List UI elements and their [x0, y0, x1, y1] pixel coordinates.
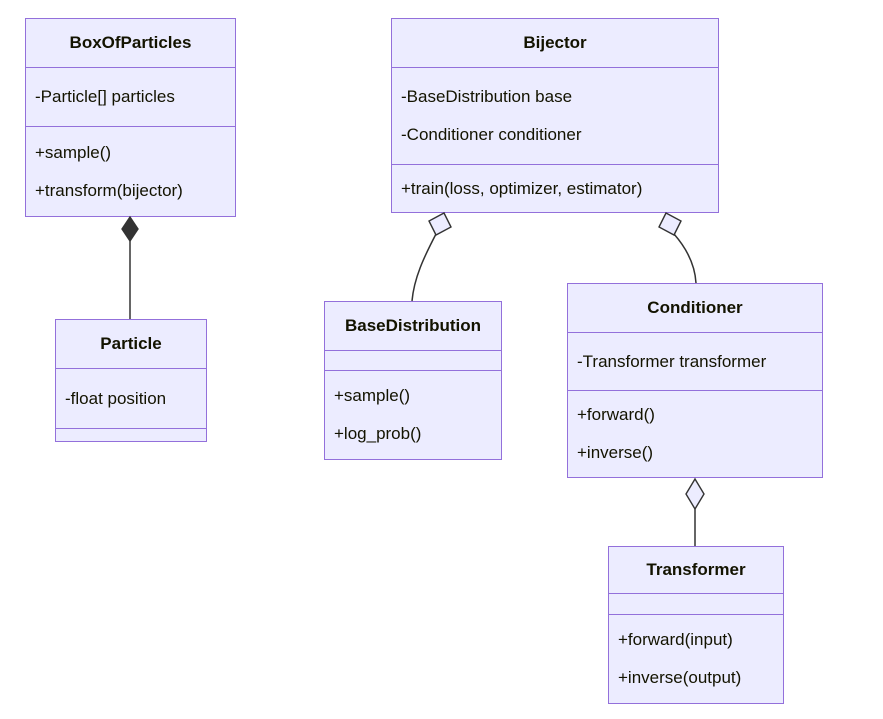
attribute: -Transformer transformer [577, 351, 767, 371]
attribute: -float position [65, 388, 167, 408]
class-boxofparticles: BoxOfParticles -Particle[] particles +sa… [25, 18, 236, 217]
edge-bijector-conditioner [673, 233, 697, 284]
class-title: Conditioner [568, 284, 822, 333]
method: +forward(input) [618, 630, 733, 649]
aggregation-diamond-icon [658, 212, 682, 236]
class-basedistribution: BaseDistribution +sample() +log_prob() [324, 301, 502, 460]
methods-compartment: +forward(input) +inverse(output) [609, 615, 783, 703]
edge-bijector-basedistribution [411, 233, 437, 302]
method: +transform(bijector) [35, 180, 183, 200]
method: +inverse() [577, 443, 654, 462]
class-bijector: Bijector -BaseDistribution base -Conditi… [391, 18, 719, 213]
method: +forward() [577, 405, 655, 424]
attribute: -Conditioner conditioner [401, 125, 582, 144]
aggregation-diamond-icon [428, 212, 452, 236]
attributes-compartment: -float position [56, 369, 206, 429]
method: +sample() [334, 386, 411, 405]
class-title: Transformer [609, 547, 783, 594]
class-conditioner: Conditioner -Transformer transformer +fo… [567, 283, 823, 478]
methods-compartment: +forward() +inverse() [568, 391, 822, 477]
methods-compartment: +sample() +transform(bijector) [26, 127, 235, 216]
method: +sample() [35, 142, 112, 162]
class-title: BoxOfParticles [26, 19, 235, 68]
method: +train(loss, optimizer, estimator) [401, 178, 643, 198]
class-title: Particle [56, 320, 206, 369]
aggregation-diamond-icon [685, 477, 705, 511]
attributes-compartment: -Transformer transformer [568, 333, 822, 391]
method: +log_prob() [334, 424, 422, 443]
methods-compartment: +sample() +log_prob() [325, 371, 501, 459]
class-title: Bijector [392, 19, 718, 68]
attributes-compartment [325, 351, 501, 371]
methods-compartment: +train(loss, optimizer, estimator) [392, 165, 718, 212]
attribute: -Particle[] particles [35, 87, 175, 106]
composition-diamond-icon [121, 215, 139, 243]
attribute: -BaseDistribution base [401, 87, 573, 106]
methods-compartment [56, 429, 206, 441]
attributes-compartment: -Particle[] particles [26, 68, 235, 127]
method: +inverse(output) [618, 668, 742, 687]
attributes-compartment [609, 594, 783, 615]
class-transformer: Transformer +forward(input) +inverse(out… [608, 546, 784, 704]
class-title: BaseDistribution [325, 302, 501, 351]
class-particle: Particle -float position [55, 319, 207, 442]
attributes-compartment: -BaseDistribution base -Conditioner cond… [392, 68, 718, 165]
